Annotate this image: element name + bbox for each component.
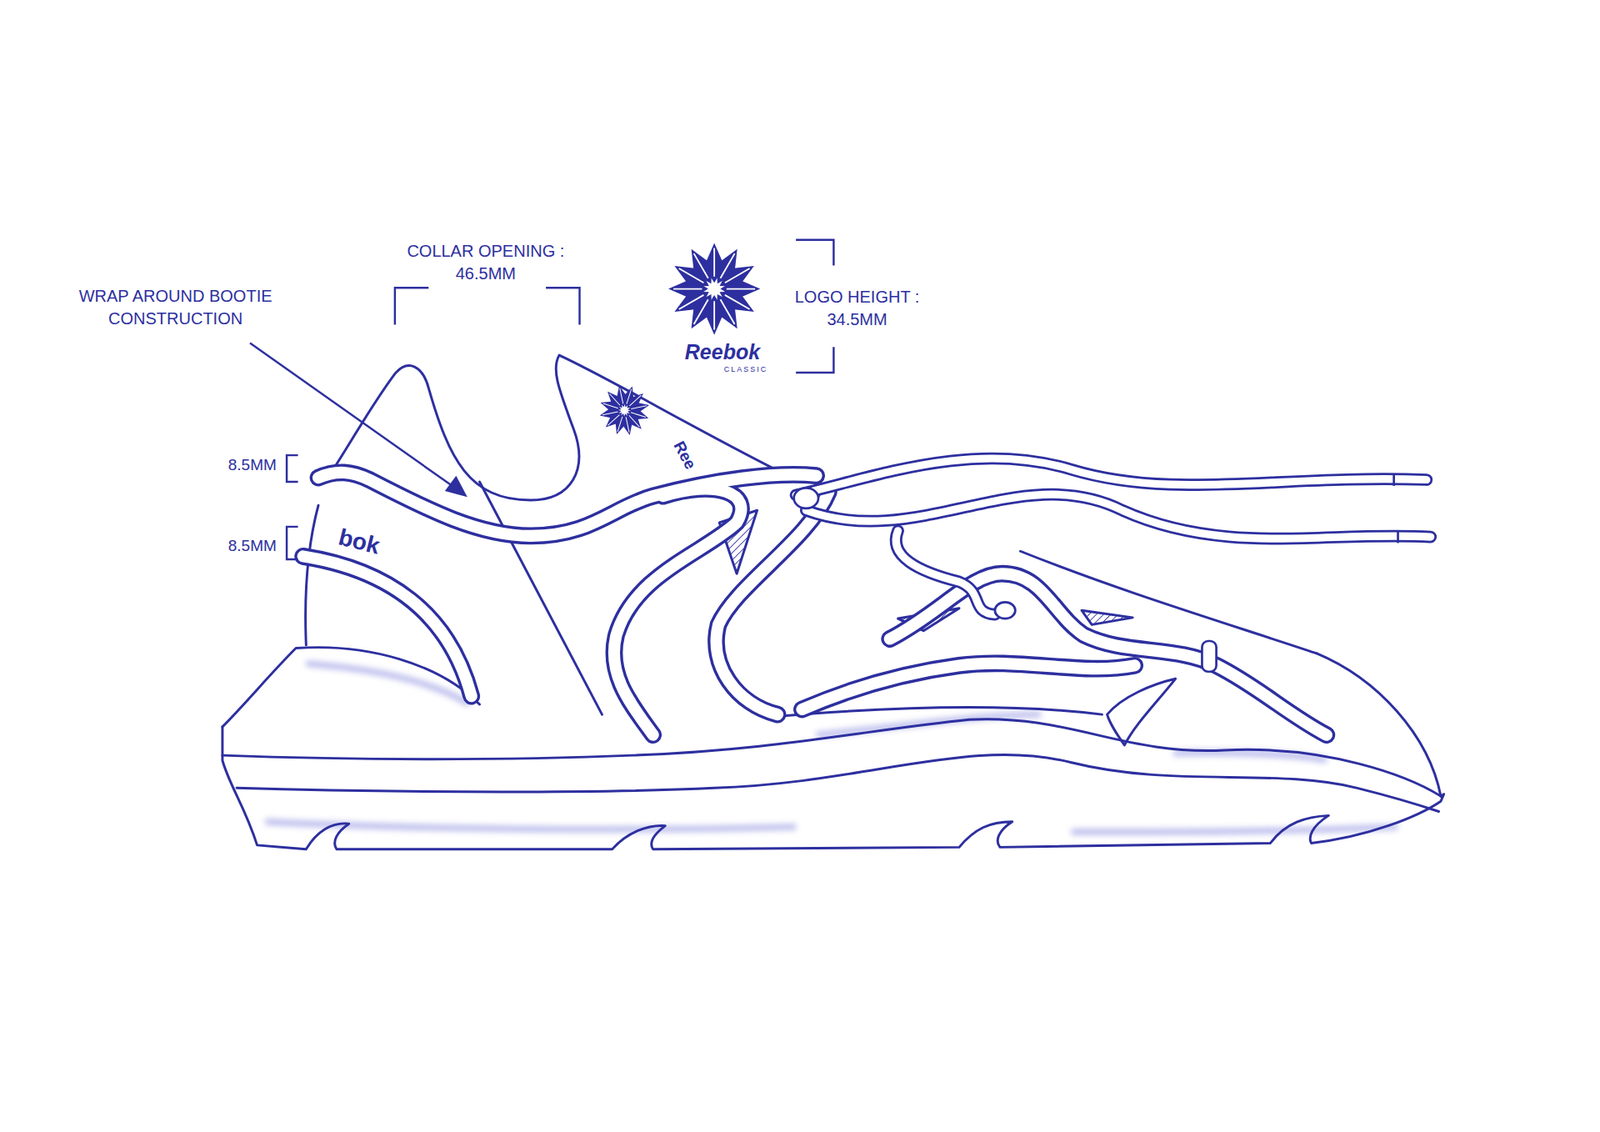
shoe-logo-text: Ree <box>670 436 700 473</box>
dimension-label: LOGO HEIGHT : 34.5MM <box>777 285 938 331</box>
callout-note: WRAP AROUND BOOTIE CONSTRUCTION <box>65 285 286 330</box>
dimension-label: 8.5MM <box>228 455 277 477</box>
dimension-label: COLLAR OPENING : 46.5MM <box>384 240 588 285</box>
shoe-logo-text: bok <box>335 525 385 559</box>
logo-wordmark: Reebok <box>685 341 760 363</box>
dimension-label: 8.5MM <box>228 535 277 557</box>
logo-subtitle: CLASSIC <box>724 365 769 374</box>
